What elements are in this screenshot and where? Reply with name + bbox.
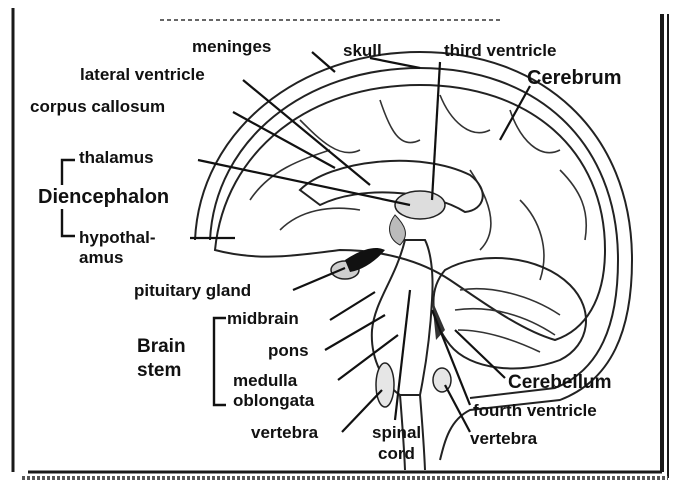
label-hypothalamus-line2: amus [79,248,123,267]
label-cerebellum: Cerebellum [508,372,611,393]
thalamus-shape [395,191,445,219]
label-third-ventricle: third ventricle [444,41,556,60]
label-vertebra-right: vertebra [470,429,538,448]
vertebra-left-shape [376,363,394,407]
label-diencephalon: Diencephalon [38,186,169,208]
label-cerebrum: Cerebrum [527,67,621,89]
label-brain-stem-line2: stem [137,360,181,381]
label-fourth-ventricle: fourth ventricle [473,401,597,420]
label-midbrain: midbrain [227,309,299,328]
label-medulla-line1: medulla [233,371,298,390]
label-brain-stem-line1: Brain [137,336,186,357]
label-lateral-ventricle: lateral ventricle [80,65,205,84]
label-meninges: meninges [192,37,271,56]
label-spinal-cord-line1: spinal [372,423,421,442]
label-vertebra-left: vertebra [251,423,319,442]
label-spinal-cord-line2: cord [378,444,415,463]
label-pituitary-gland: pituitary gland [134,281,251,300]
label-hypothalamus-line1: hypothal- [79,228,156,247]
label-medulla-line2: oblongata [233,391,315,410]
label-corpus-callosum: corpus callosum [30,97,165,116]
label-skull: skull [343,41,382,60]
vertebra-right-shape [433,368,451,392]
label-thalamus: thalamus [79,148,154,167]
label-pons: pons [268,341,309,360]
